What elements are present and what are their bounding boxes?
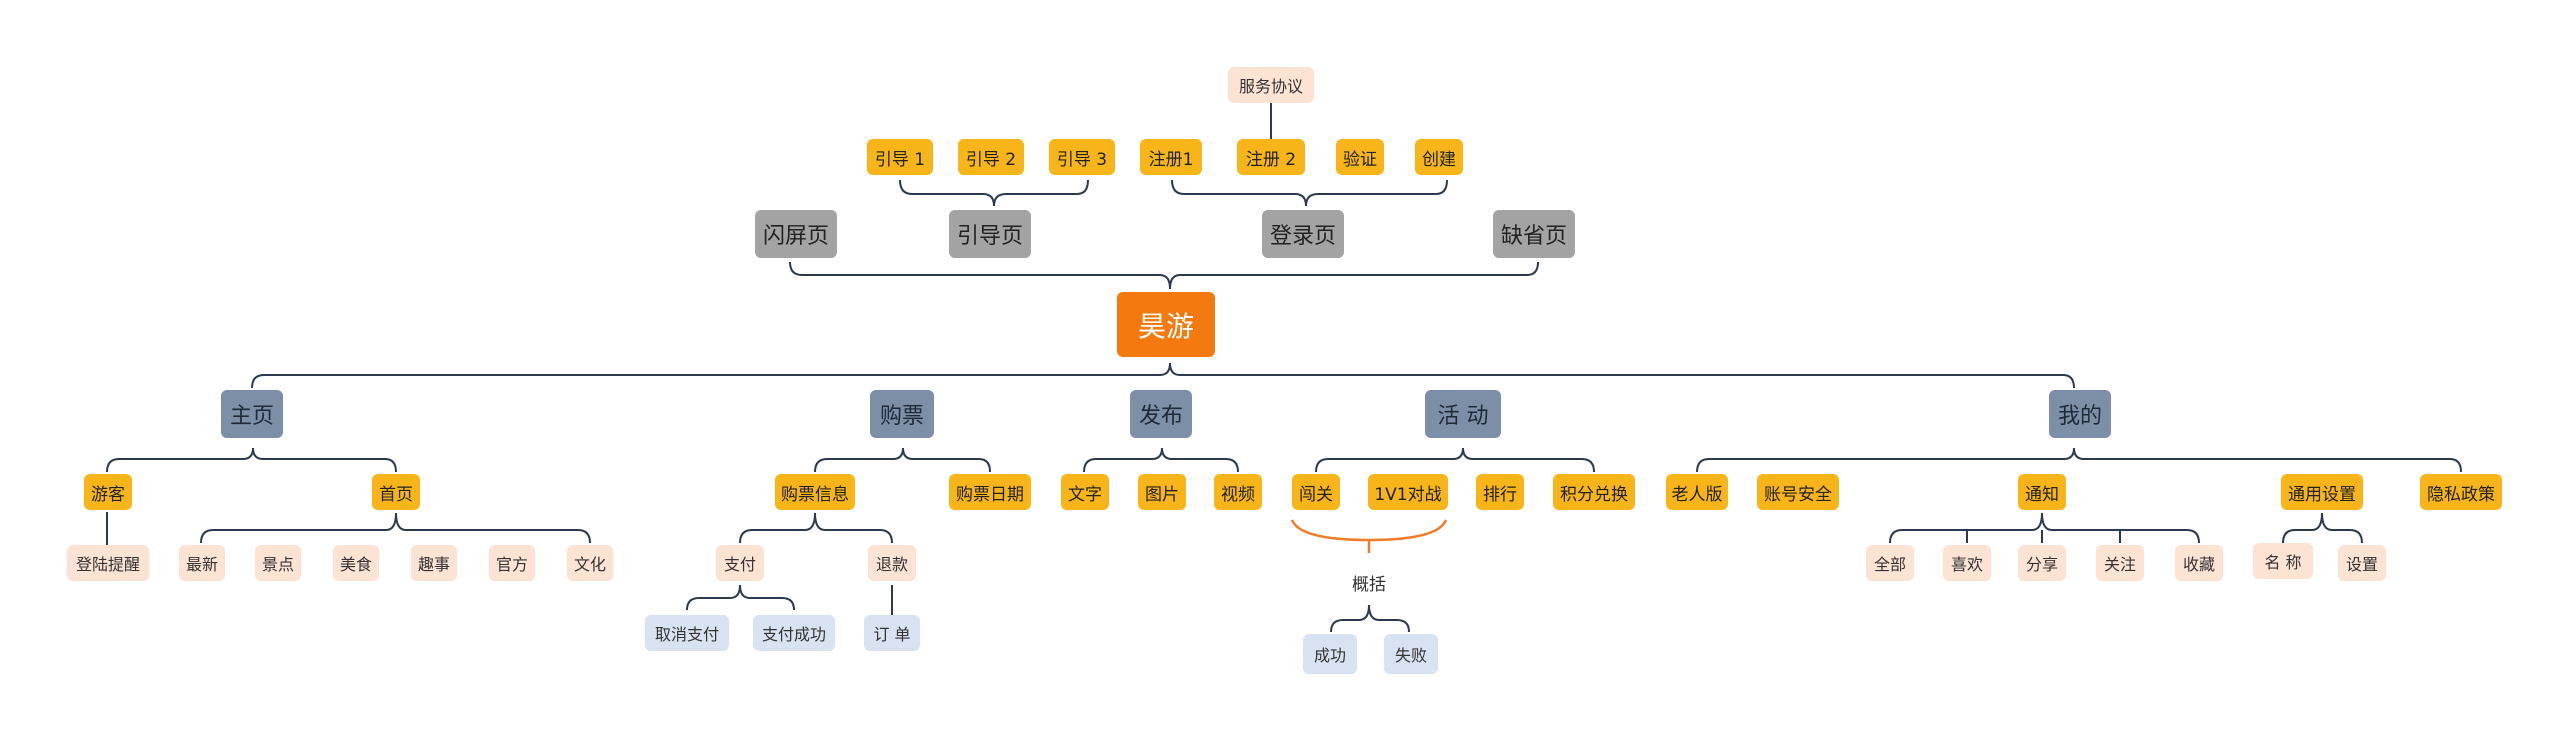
create-node: 创建	[1415, 139, 1463, 175]
notify-favorite-node: 收藏	[2175, 545, 2223, 581]
scenic-node: 景点	[255, 545, 301, 581]
fun-node: 趣事	[411, 545, 457, 581]
summary-label: 概括	[1352, 574, 1386, 595]
publish-node: 发布	[1130, 390, 1192, 438]
fail-node: 失败	[1384, 634, 1438, 674]
latest-node: 最新	[179, 545, 225, 581]
battle-node: 1V1对战	[1368, 474, 1448, 510]
guide-2-node: 引导 2	[958, 139, 1024, 175]
first-page-node: 首页	[372, 474, 420, 510]
name-node: 名 称	[2253, 543, 2313, 579]
ticket-info-node: 购票信息	[775, 474, 855, 510]
notify-share-node: 分享	[2018, 545, 2066, 581]
official-node: 官方	[489, 545, 535, 581]
home-node: 主页	[221, 390, 283, 438]
level-node: 闯关	[1292, 474, 1340, 510]
mine-node: 我的	[2049, 390, 2111, 438]
privacy-policy-node: 隐私政策	[2420, 474, 2502, 510]
activity-node: 活 动	[1425, 390, 1501, 438]
notify-all-node: 全部	[1866, 545, 1914, 581]
service-agreement-node: 服务协议	[1228, 67, 1314, 103]
default-page-node: 缺省页	[1493, 210, 1575, 258]
notify-follow-node: 关注	[2096, 545, 2144, 581]
cancel-pay-node: 取消支付	[645, 615, 729, 651]
guide-3-node: 引导 3	[1049, 139, 1115, 175]
video-node: 视频	[1214, 474, 1262, 510]
image-node: 图片	[1138, 474, 1186, 510]
refund-node: 退款	[868, 545, 916, 581]
points-exchange-node: 积分兑换	[1553, 474, 1635, 510]
text-node: 文字	[1061, 474, 1109, 510]
food-node: 美食	[333, 545, 379, 581]
root-node: 昊游	[1117, 292, 1215, 357]
pay-success-node: 支付成功	[753, 615, 835, 651]
splash-page-node: 闪屏页	[755, 210, 837, 258]
success-node: 成功	[1303, 634, 1357, 674]
settings-node: 设置	[2338, 545, 2386, 581]
general-settings-node: 通用设置	[2281, 474, 2363, 510]
culture-node: 文化	[567, 545, 613, 581]
register-1-node: 注册1	[1140, 139, 1202, 175]
register-2-node: 注册 2	[1237, 139, 1305, 175]
guide-page-node: 引导页	[949, 210, 1031, 258]
login-reminder-node: 登陆提醒	[67, 545, 149, 581]
guest-node: 游客	[84, 474, 132, 510]
login-page-node: 登录页	[1262, 210, 1344, 258]
guide-1-node: 引导 1	[867, 139, 933, 175]
ticket-date-node: 购票日期	[949, 474, 1031, 510]
elder-mode-node: 老人版	[1666, 474, 1728, 510]
account-security-node: 账号安全	[1757, 474, 1839, 510]
pay-node: 支付	[716, 545, 764, 581]
ranking-node: 排行	[1476, 474, 1524, 510]
order-node: 订 单	[864, 615, 920, 651]
verify-node: 验证	[1336, 139, 1384, 175]
notify-like-node: 喜欢	[1943, 545, 1991, 581]
ticket-node: 购票	[870, 390, 934, 438]
notification-node: 通知	[2018, 474, 2066, 510]
